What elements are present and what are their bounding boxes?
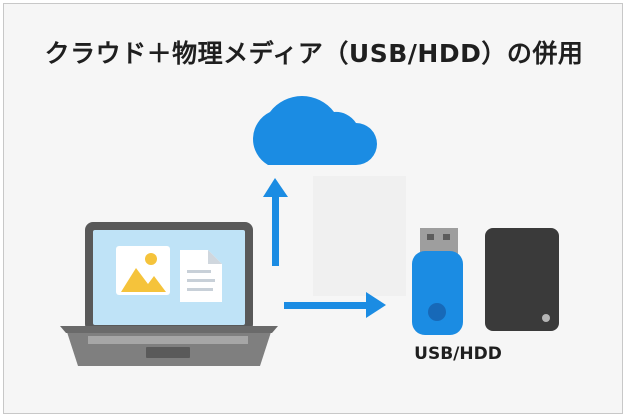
document-file-icon [180, 250, 222, 302]
image-file-icon [116, 246, 170, 295]
external-hdd-icon [485, 228, 559, 331]
device-label: USB/HDD [414, 344, 502, 364]
page-title: クラウド＋物理メディア（USB/HDD）の併用 [44, 39, 584, 68]
usb-drive-icon [412, 228, 463, 335]
arrow-up-icon [263, 178, 288, 266]
cloud-icon [253, 95, 377, 165]
background-panel [313, 176, 406, 296]
arrow-right-icon [284, 292, 386, 318]
